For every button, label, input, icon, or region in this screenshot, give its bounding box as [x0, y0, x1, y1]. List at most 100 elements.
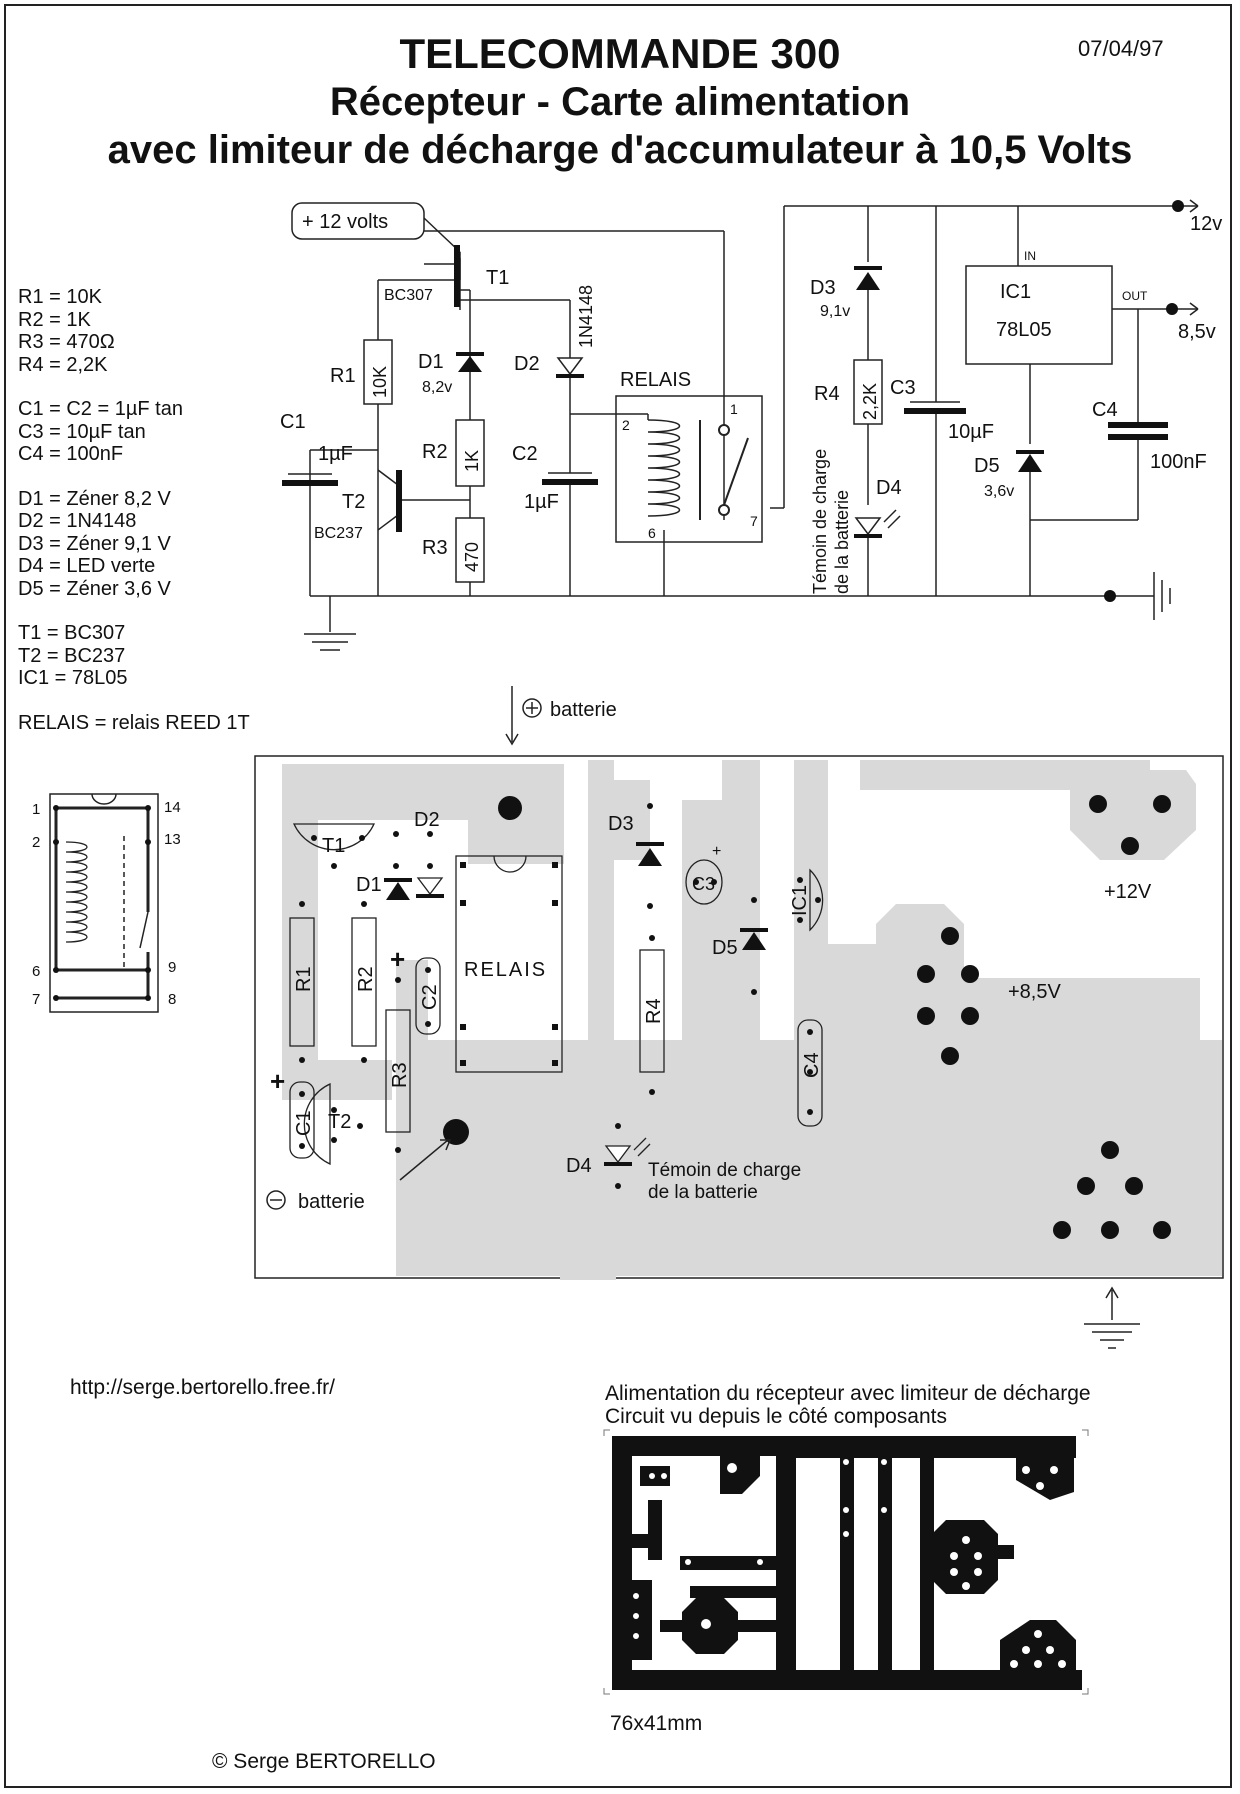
board-arrows — [266, 686, 1140, 1349]
relay-pin-7: 7 — [750, 513, 758, 529]
node-85v — [1166, 303, 1178, 315]
pin-13: 13 — [164, 831, 181, 848]
temoin-line-1: Témoin de charge — [810, 449, 830, 594]
board-relais-label: RELAIS — [464, 959, 547, 981]
d5-value: 3,6v — [984, 483, 1014, 500]
board-c1-body — [289, 1081, 315, 1159]
relay-notch — [91, 793, 117, 805]
temoin-line-2: de la batterie — [832, 490, 852, 594]
board-r3-label: R3 — [389, 1062, 411, 1088]
pcb-holes — [633, 1459, 1066, 1668]
t1-type-label: BC307 — [384, 287, 433, 304]
c3-label: C3 — [890, 377, 916, 399]
legend-d1: D1 = Zéner 8,2 V — [18, 487, 171, 510]
legend-d5: D5 = Zéner 3,6 V — [18, 577, 171, 600]
legend-r1: R1 = 10K — [18, 286, 102, 308]
r2-value: 1K — [462, 450, 482, 472]
pcb-caption-line-2: Circuit vu depuis le côté composants — [605, 1405, 947, 1428]
pin-6: 6 — [32, 963, 40, 980]
ic1-in: IN — [1024, 249, 1036, 263]
board-t2-outline — [303, 1082, 331, 1166]
title-block: TELECOMMANDE 300 Récepteur - Carte alime… — [0, 30, 1240, 174]
d3-label: D3 — [810, 277, 836, 299]
legend-relay: RELAIS = relais REED 1T — [18, 711, 250, 734]
pcb-caption-line-1: Alimentation du récepteur avec limiteur … — [605, 1382, 1091, 1405]
board-temoin-line-2: de la batterie — [648, 1182, 758, 1203]
board-t2-label: T2 — [328, 1111, 351, 1133]
batt-plus-label: batterie — [550, 699, 617, 721]
relais-box — [615, 395, 763, 543]
board-c2-label: C2 — [419, 984, 441, 1010]
board-d2-label: D2 — [414, 809, 440, 831]
c4-plate-1 — [1108, 422, 1168, 428]
board-copper — [282, 760, 1222, 1280]
c2-plate — [542, 479, 598, 485]
r2-label: R2 — [422, 441, 448, 463]
title-line-1: TELECOMMANDE 300 — [399, 30, 841, 77]
pin-2: 2 — [32, 834, 40, 851]
board-r1-body — [289, 917, 315, 1047]
relais-label: RELAIS — [620, 369, 691, 391]
board-c4-body — [797, 1019, 823, 1127]
pin-14: 14 — [164, 799, 181, 816]
c1-value: 1µF — [318, 443, 353, 465]
board-r4-label: R4 — [643, 998, 665, 1024]
website-url[interactable]: http://serge.bertorello.free.fr/ — [70, 1376, 335, 1399]
title-line-3: avec limiteur de décharge d'accumulateur… — [107, 128, 1133, 172]
board-pads-small — [299, 803, 821, 1189]
r4-value: 2,2K — [860, 383, 880, 420]
c2-label: C2 — [512, 443, 538, 465]
d2-label: D2 — [514, 353, 540, 375]
node-12v — [1172, 200, 1184, 212]
legend-r2: R2 = 1K — [18, 308, 91, 331]
parts-legend: R1 = 10K R2 = 1K R3 = 470Ω R4 = 2,2K C1 … — [18, 286, 250, 734]
board-temoin-line-1: Témoin de charge — [648, 1160, 801, 1181]
board-t1-outline — [292, 823, 376, 851]
board-diodes — [384, 842, 768, 1166]
out-12v-label: 12v — [1190, 213, 1222, 235]
r4-label: R4 — [814, 383, 840, 405]
board-c2-plus: + — [390, 944, 405, 974]
legend-r3: R3 = 470Ω — [18, 331, 115, 353]
legend-c3: C3 = 10µF tan — [18, 420, 146, 443]
d1-label: D1 — [418, 351, 444, 373]
legend-c1c2: C1 = C2 = 1µF tan — [18, 398, 183, 420]
d2-symbol — [556, 357, 584, 376]
legend-d3: D3 = Zéner 9,1 V — [18, 532, 171, 555]
board-c2-body — [415, 957, 441, 1035]
c1-plate — [282, 480, 338, 486]
board-t1-label: T1 — [322, 835, 345, 857]
d2-value: 1N4148 — [576, 285, 596, 348]
relay-pinout-labels: 1 2 6 7 14 13 9 8 — [32, 799, 181, 1008]
d5-symbol — [1018, 454, 1042, 472]
relay-pin-6: 6 — [648, 525, 656, 541]
c4-plate-2 — [1108, 434, 1168, 440]
page-frame — [4, 4, 1232, 1788]
t2-type-label: BC237 — [314, 525, 363, 542]
board-r2-label: R2 — [355, 966, 377, 992]
board-d4-label: D4 — [566, 1155, 592, 1177]
relay-pinout-pins — [53, 805, 151, 1001]
t1-base-bar — [454, 245, 460, 307]
board-12v-label: +12V — [1104, 881, 1152, 903]
t1-label: T1 — [486, 267, 509, 289]
ic1-out: OUT — [1122, 289, 1148, 303]
d3-symbol — [856, 272, 880, 290]
board-c3-label: C3 — [692, 874, 715, 894]
board-d3-label: D3 — [608, 813, 634, 835]
pin-9: 9 — [168, 959, 176, 976]
c4-value: 100nF — [1150, 451, 1207, 473]
r1-value: 10K — [370, 366, 390, 398]
board-ic1-label: IC1 — [789, 885, 811, 916]
c3-value: 10µF — [948, 421, 994, 443]
d4-symbol — [854, 517, 882, 536]
board-c1-plus: + — [270, 1066, 285, 1096]
pin-8: 8 — [168, 991, 176, 1008]
pin-7: 7 — [32, 991, 40, 1008]
c1-label: C1 — [280, 411, 306, 433]
relay-coil — [647, 419, 701, 520]
legend-ic1: IC1 = 78L05 — [18, 667, 128, 689]
board-c3-body — [685, 859, 723, 905]
pin-1: 1 — [32, 801, 40, 818]
legend-t2: T2 = BC237 — [18, 644, 126, 667]
